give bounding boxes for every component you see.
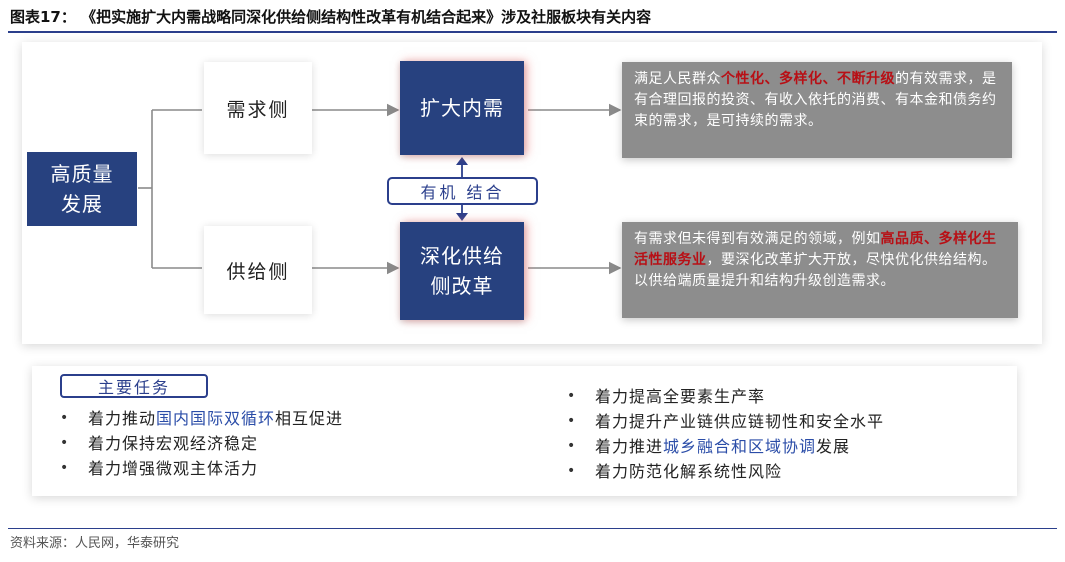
bullet-icon: • <box>567 388 577 404</box>
task-item: • 着力推动国内国际双循环相互促进 <box>56 406 343 431</box>
task-highlight: 国内国际双循环 <box>156 409 276 428</box>
task-item: • 着力提升产业链供应链韧性和安全水平 <box>563 409 884 434</box>
task-text: 着力防范化解系统性风险 <box>595 462 783 481</box>
supply-side-reform-box: 深化供给 侧改革 <box>400 222 524 320</box>
bullet-icon: • <box>567 438 577 454</box>
expand-domestic-demand-box: 扩大内需 <box>400 61 524 155</box>
task-text: 着力提升产业链供应链韧性和安全水平 <box>595 412 885 431</box>
task-text: 着力推动 <box>88 409 157 428</box>
bullet-icon: • <box>60 410 70 426</box>
high-quality-development-box: 高质量 发展 <box>27 152 137 226</box>
demand-desc-post: 的有效需求，是有合理回报的投资、有收入依托的消费、有本金和债务约束的需求，是可持… <box>634 71 997 129</box>
supply-desc-highlight: 高品质、多样化生活性服务业 <box>634 231 997 268</box>
task-item: • 着力保持宏观经济稳定 <box>56 431 343 456</box>
demand-desc-highlight: 个性化、多样化、不断升级 <box>721 71 895 87</box>
supply-desc-post: ，要深化改革扩大开放，尽快优化供给结构。以供给端质量提升和结构升级创造需求。 <box>634 252 997 289</box>
task-text: 着力提高全要素生产率 <box>595 387 766 406</box>
task-item: • 着力推进城乡融合和区域协调发展 <box>563 434 884 459</box>
task-item: • 着力防范化解系统性风险 <box>563 459 884 484</box>
supply-desc-pre: 有需求但未得到有效满足的领域，例如 <box>634 231 881 247</box>
tasks-left-list: • 着力推动国内国际双循环相互促进 • 着力保持宏观经济稳定 • 着力增强微观主体活力 <box>56 406 343 481</box>
source-rule <box>8 528 1057 529</box>
reform-line1: 深化供给 <box>420 244 504 268</box>
title-rule <box>8 31 1057 33</box>
supply-side-box: 供给侧 <box>204 226 312 314</box>
task-text: 着力推进 <box>595 437 664 456</box>
supply-description-box: 有需求但未得到有效满足的领域，例如高品质、多样化生活性服务业，要深化改革扩大开放… <box>622 222 1018 318</box>
bullet-icon: • <box>60 435 70 451</box>
demand-description-box: 满足人民群众个性化、多样化、不断升级的有效需求，是有合理回报的投资、有收入依托的… <box>622 62 1012 158</box>
task-text: 着力增强微观主体活力 <box>88 459 259 478</box>
root-line1: 高质量 <box>50 162 114 186</box>
main-tasks-label: 主要任务 <box>60 374 208 398</box>
organic-combination-label: 有机 结合 <box>387 177 538 205</box>
reform-line2: 侧改革 <box>430 274 494 298</box>
tasks-right-list: • 着力提高全要素生产率 • 着力提升产业链供应链韧性和安全水平 • 着力推进城乡融合… <box>563 384 884 484</box>
root-line2: 发展 <box>61 192 103 216</box>
task-highlight: 城乡融合和区域协调 <box>663 437 817 456</box>
demand-desc-pre: 满足人民群众 <box>634 71 721 87</box>
task-text: 着力保持宏观经济稳定 <box>88 434 259 453</box>
task-text-post: 相互促进 <box>275 409 344 428</box>
bullet-icon: • <box>567 413 577 429</box>
task-item: • 着力增强微观主体活力 <box>56 456 343 481</box>
task-item: • 着力提高全要素生产率 <box>563 384 884 409</box>
demand-side-box: 需求侧 <box>204 62 312 154</box>
figure-title: 图表17： 《把实施扩大内需战略同深化供给侧结构性改革有机结合起来》涉及社服板块… <box>10 8 652 26</box>
figure-source: 资料来源：人民网，华泰研究 <box>10 536 180 551</box>
bullet-icon: • <box>60 460 70 476</box>
task-text-post: 发展 <box>816 437 851 456</box>
bullet-icon: • <box>567 463 577 479</box>
